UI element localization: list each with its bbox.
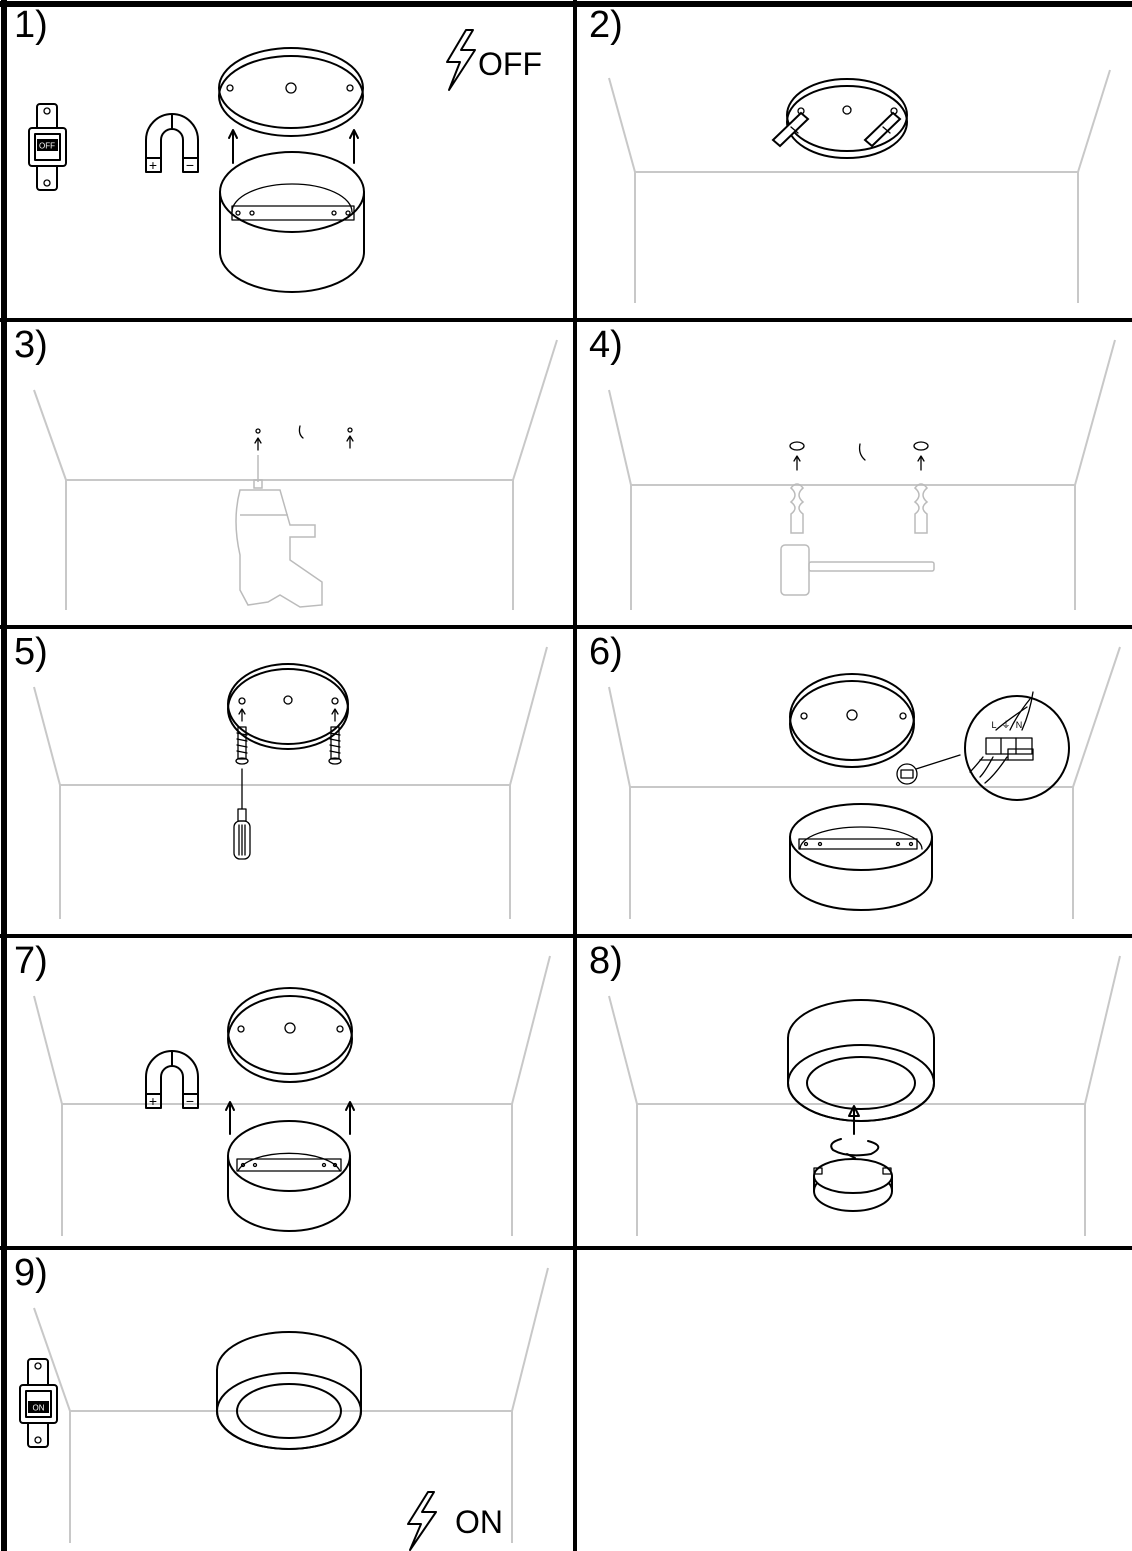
- panel-grid-lines: [0, 0, 1132, 1551]
- installation-diagram: OFF + −: [0, 0, 1132, 1551]
